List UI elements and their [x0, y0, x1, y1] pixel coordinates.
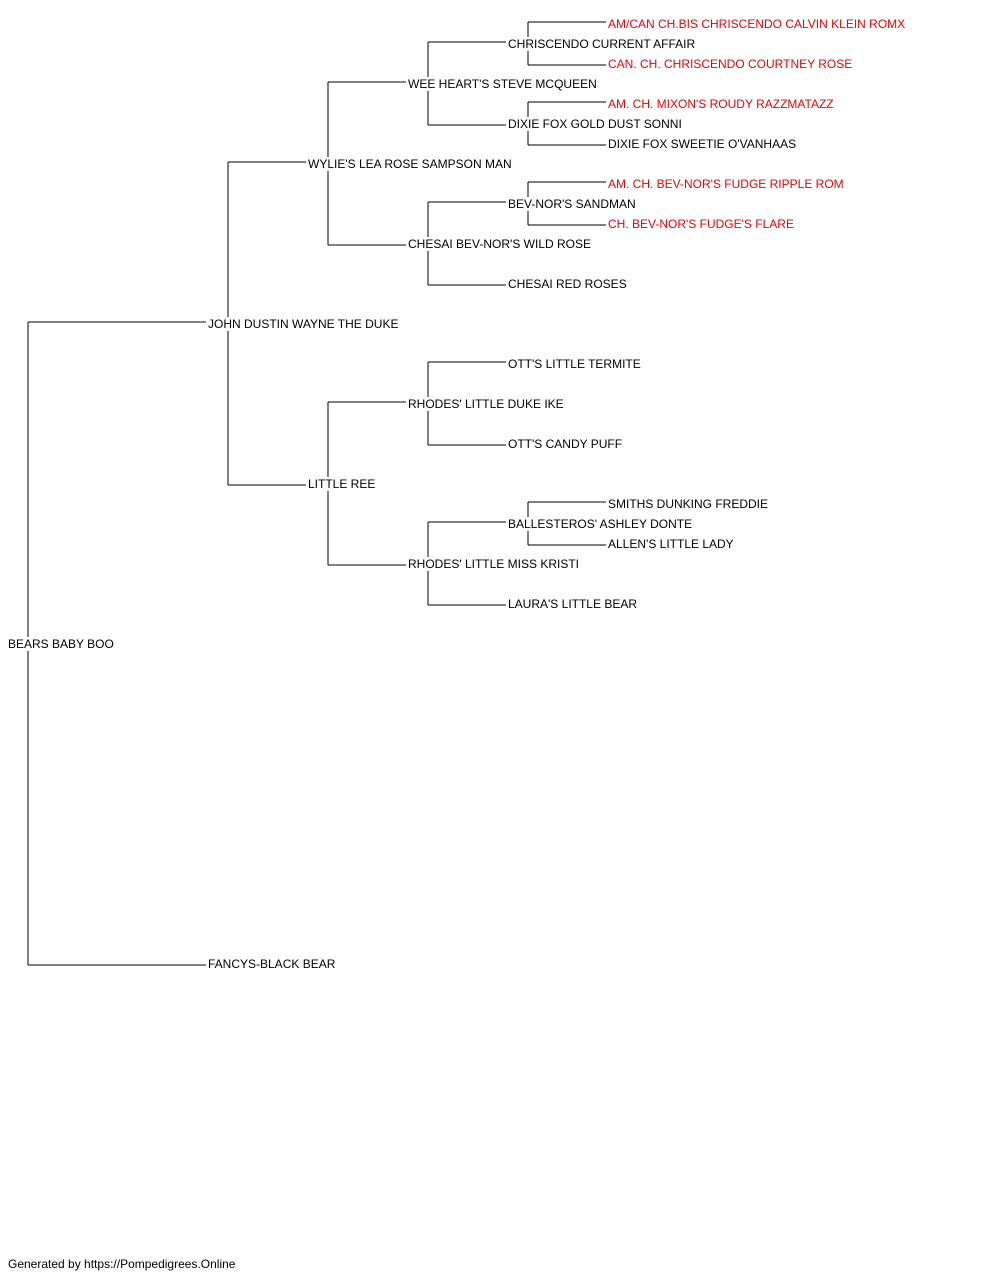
pedigree-subject[interactable]: BEARS BABY BOO [6, 637, 116, 651]
generated-by-footer: Generated by https://Pompedigrees.Online [8, 1257, 236, 1271]
pedigree-sire-dam[interactable]: LITTLE REE [306, 477, 378, 491]
pedigree-sds-dam[interactable]: OTT'S CANDY PUFF [506, 437, 625, 451]
pedigree-sd-dam[interactable]: RHODES' LITTLE MISS KRISTI [406, 557, 581, 571]
pedigree-sssd-sire[interactable]: AM. CH. MIXON'S ROUDY RAZZMATAZZ [606, 97, 836, 111]
pedigree-dam[interactable]: FANCYS-BLACK BEAR [206, 957, 338, 971]
pedigree-sds-sire[interactable]: OTT'S LITTLE TERMITE [506, 357, 643, 371]
pedigree-sss-dam[interactable]: DIXIE FOX GOLD DUST SONNI [506, 117, 684, 131]
pedigree-ssds-dam[interactable]: CH. BEV-NOR'S FUDGE'S FLARE [606, 217, 796, 231]
pedigree-sss-sire[interactable]: CHRISCENDO CURRENT AFFAIR [506, 37, 698, 51]
pedigree-sdds-sire[interactable]: SMITHS DUNKING FREDDIE [606, 497, 771, 511]
pedigree-sd-sire[interactable]: RHODES' LITTLE DUKE IKE [406, 397, 566, 411]
pedigree-sssd-dam[interactable]: DIXIE FOX SWEETIE O'VANHAAS [606, 137, 799, 151]
pedigree-ssd-dam[interactable]: CHESAI RED ROSES [506, 277, 629, 291]
pedigree-sire-sire[interactable]: WYLIE'S LEA ROSE SAMPSON MAN [306, 157, 514, 171]
pedigree-ssds-sire[interactable]: AM. CH. BEV-NOR'S FUDGE RIPPLE ROM [606, 177, 846, 191]
pedigree-ss-dam[interactable]: CHESAI BEV-NOR'S WILD ROSE [406, 237, 593, 251]
pedigree-ssd-sire[interactable]: BEV-NOR'S SANDMAN [506, 197, 638, 211]
pedigree-sdd-sire[interactable]: BALLESTEROS' ASHLEY DONTE [506, 517, 695, 531]
pedigree-sdd-dam[interactable]: LAURA'S LITTLE BEAR [506, 597, 639, 611]
pedigree-ss-sire[interactable]: WEE HEART'S STEVE MCQUEEN [406, 77, 599, 91]
pedigree-sire[interactable]: JOHN DUSTIN WAYNE THE DUKE [206, 317, 401, 331]
pedigree-ssss-sire[interactable]: AM/CAN CH.BIS CHRISCENDO CALVIN KLEIN RO… [606, 17, 908, 31]
pedigree-sdds-dam[interactable]: ALLEN'S LITTLE LADY [606, 537, 736, 551]
pedigree-ssss-dam[interactable]: CAN. CH. CHRISCENDO COURTNEY ROSE [606, 57, 855, 71]
